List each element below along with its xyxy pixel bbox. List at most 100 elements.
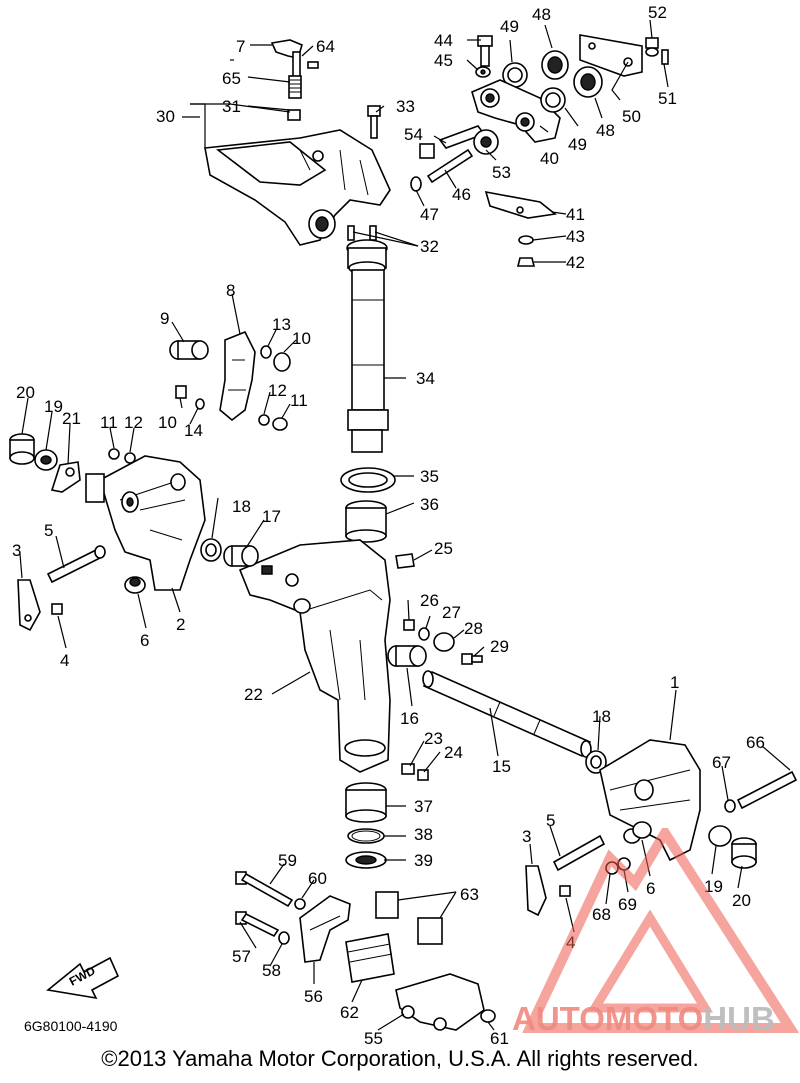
- callout-59: 59: [278, 851, 297, 870]
- washer-part-12-left: [124, 452, 136, 464]
- callout-12-mid: 12: [268, 381, 287, 400]
- callout-67: 67: [712, 753, 731, 772]
- callout-3-right: 3: [522, 827, 531, 846]
- watermark-logo: [522, 828, 800, 1033]
- bolt-part-33: [367, 105, 381, 139]
- bushing-part-37: [345, 782, 387, 823]
- callout-13: 13: [272, 315, 291, 334]
- grease-nipple-part-25: [395, 553, 415, 569]
- callout-35: 35: [420, 467, 439, 486]
- steering-shaft-part-34: [346, 239, 389, 453]
- plate-part-3-left: [17, 579, 41, 632]
- clamp-screw-part-6-left: [124, 576, 146, 594]
- callout-66: 66: [746, 733, 765, 752]
- callout-52: 52: [648, 3, 667, 22]
- callout-63: 63: [460, 885, 479, 904]
- callout-27: 27: [442, 603, 461, 622]
- throttle-bracket-part-40: [471, 79, 561, 143]
- callout-49-b: 49: [568, 135, 587, 154]
- callout-53: 53: [492, 163, 511, 182]
- callout-50: 50: [622, 107, 641, 126]
- washer-part-14: [195, 398, 205, 410]
- grommet-part-20-right: [731, 837, 757, 869]
- callout-56: 56: [304, 987, 323, 1006]
- callout-32: 32: [420, 237, 439, 256]
- grease-nipple-part-24: [417, 769, 429, 781]
- washer-part-45: [475, 66, 491, 78]
- callout-43: 43: [566, 227, 585, 246]
- callout-58: 58: [262, 961, 281, 980]
- callout-36: 36: [420, 495, 439, 514]
- damper-part-62: [345, 933, 395, 983]
- callout-44: 44: [434, 31, 453, 50]
- bushing-part-16: [387, 645, 427, 667]
- bolt-part-44: [477, 35, 493, 67]
- callout-3-left: 3: [12, 541, 21, 560]
- plate-part-3-right: [525, 865, 547, 917]
- callout-9: 9: [160, 309, 169, 328]
- callout-18-right: 18: [592, 707, 611, 726]
- callout-4-left: 4: [60, 651, 69, 670]
- washer-part-18-left: [200, 538, 222, 562]
- callout-16: 16: [400, 709, 419, 728]
- nut-part-11-mid: [272, 417, 288, 431]
- bolt-part-5-left: [46, 545, 106, 584]
- pin-part-4-right: [559, 885, 571, 897]
- callout-47: 47: [420, 205, 439, 224]
- callout-19-right: 19: [704, 877, 723, 896]
- ring-part-35: [340, 467, 396, 493]
- callout-28: 28: [464, 619, 483, 638]
- bushing-part-17: [223, 545, 259, 567]
- callout-6-left: 6: [140, 631, 149, 650]
- callout-8: 8: [226, 281, 235, 300]
- callout-10-left: 10: [158, 413, 177, 432]
- callout-61: 61: [490, 1029, 509, 1048]
- watermark-part2: HUB: [703, 1000, 775, 1037]
- callout-62: 62: [340, 1003, 359, 1022]
- lower-mount-part-55: [395, 973, 485, 1031]
- bolt-part-10-top: [273, 352, 291, 372]
- callout-37: 37: [414, 797, 433, 816]
- callout-25: 25: [434, 539, 453, 558]
- clamp-bracket-part-2-left: [85, 455, 206, 591]
- callout-48-b: 48: [596, 121, 615, 140]
- grommet-part-48-a: [541, 50, 569, 80]
- callout-23: 23: [424, 729, 443, 748]
- bolt-part-46: [426, 148, 474, 184]
- washer-part-11-left: [108, 448, 120, 460]
- washer-part-58: [278, 931, 290, 945]
- bolt-part-57: [235, 911, 280, 938]
- washer-part-43: [518, 235, 534, 245]
- callout-15: 15: [492, 757, 511, 776]
- nut-part-19-right: [708, 825, 732, 847]
- watermark-text: AUTOMOTOHUB: [512, 1000, 775, 1038]
- cap-part-28: [433, 632, 455, 652]
- washer-part-12-mid: [258, 414, 270, 426]
- callout-6-right: 6: [646, 879, 655, 898]
- callout-48: 48: [532, 5, 551, 24]
- washer-part-67: [724, 799, 736, 813]
- callout-19-left: 19: [44, 397, 63, 416]
- callout-45: 45: [434, 51, 453, 70]
- callout-41: 41: [566, 205, 585, 224]
- callout-20-right: 20: [732, 891, 751, 910]
- pin-part-4-left: [51, 603, 63, 615]
- callout-49: 49: [500, 17, 519, 36]
- copyright-notice: ©2013 Yamaha Motor Corporation, U.S.A. A…: [101, 1046, 699, 1071]
- callout-14: 14: [184, 421, 203, 440]
- nut-part-42: [516, 257, 536, 267]
- collar-part-49-b: [540, 87, 566, 113]
- grease-nipple-part-26: [403, 619, 415, 631]
- callout-68: 68: [592, 905, 611, 924]
- bolt-part-59: [235, 871, 294, 908]
- callout-40: 40: [540, 149, 559, 168]
- callout-labels: 7 64 65 31 30 33 44 45 49 48 52 51 50 48…: [12, 3, 765, 1048]
- washer-part-13: [260, 345, 272, 359]
- callout-55: 55: [364, 1029, 383, 1048]
- callout-11-left: 11: [100, 413, 118, 432]
- seal-part-39: [345, 851, 387, 869]
- callout-5-left: 5: [44, 521, 53, 540]
- bolt-part-10-left: [175, 385, 187, 399]
- callout-12-left: 12: [124, 413, 143, 432]
